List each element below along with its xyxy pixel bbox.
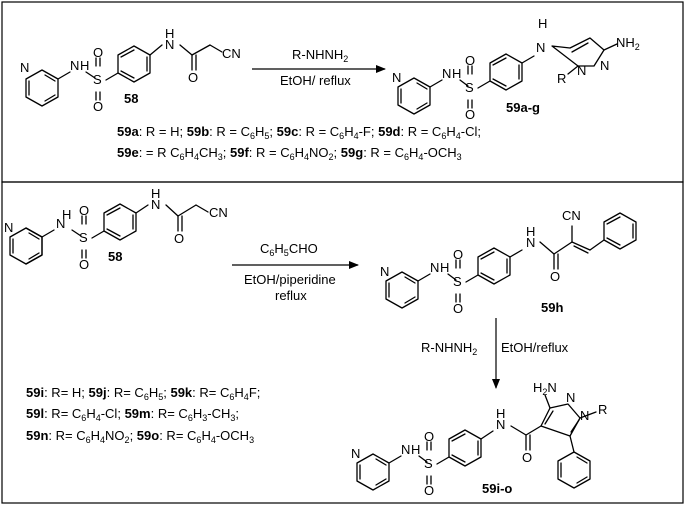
s2p-amide-h: H [496,406,505,421]
s1-reactant-label: 58 [124,91,138,106]
s2r-pyridine-n: N [4,220,13,235]
s2r-s: S [79,230,88,245]
s2-intermediate-label: 59h [541,300,563,315]
s1r-pyridine-n: N [20,60,29,75]
s2r-nh-h: H [62,207,71,222]
s1p-o-bottom: O [465,107,475,122]
s2i-amide-o: O [550,269,560,284]
s2p-s: S [424,456,433,471]
s2i-s: S [453,274,462,289]
s1p-r: R [557,71,566,86]
s2i-pyridine-n: N [380,264,389,279]
s2p-amide-o: O [522,450,532,465]
s1p-pyridine-n: N [392,70,401,85]
s2p-pyridine-n: N [351,446,360,461]
s2r-amide-o: O [174,231,184,246]
s1r-nh-n: N [70,58,79,73]
s1r-amide-h: H [165,26,174,41]
s2r-cn: CN [209,205,228,220]
s2r-o-top: O [79,203,89,218]
s2r-amide-h: H [151,186,160,201]
s2p-h2n: H2N [533,380,557,397]
scheme2-intermediate-59h [385,212,637,309]
s1p-pyrazole-n2: N [600,58,609,73]
s1r-cn: CN [222,46,241,61]
s2-reactant-label: 58 [108,249,122,264]
s2i-o-top: O [453,247,463,262]
s1p-pyrazole-n1: N [577,63,586,78]
s1-reagent-bottom: EtOH/ reflux [280,73,351,88]
s1p-nh-top-n: N [536,40,545,55]
s1p-nh-h: H [452,66,461,81]
s1r-amide-n: N [165,37,174,52]
s2i-cn: CN [562,208,581,223]
s2p-amide-n: N [496,417,505,432]
s2p-r: R [598,402,607,417]
scheme2-reactant-58 [9,203,209,265]
s2p-o-bottom: O [424,483,434,498]
scheme1-product-59a-g [397,37,618,115]
s2-subst-line1: 59i: R= H; 59j: R= C6H5; 59k: R= C6H4F; [26,385,260,402]
s2p-pyrazole-n2: N [566,390,575,405]
s2p-pyrazole-n1: N [580,408,589,423]
s1p-nh2: NH2 [616,35,640,52]
s2-step2-reagent-left: R-NHNH2 [421,340,477,357]
s1r-o-bottom: O [93,99,103,114]
s2i-o-bottom: O [453,301,463,316]
s2p-o-top: O [424,429,434,444]
s1p-o-top: O [465,53,475,68]
s1-reagent-top: R-NHNH2 [292,47,348,64]
s2r-amide-n: N [151,197,160,212]
s2i-amide-h: H [526,224,535,239]
s2-reagent-top: C6H5CHO [260,241,318,258]
s1-product-label: 59a-g [506,100,540,115]
s1-subst-line1: 59a: R = H; 59b: R = C6H5; 59c: R = C6H4… [117,124,481,141]
s2p-nh-n: N [401,442,410,457]
s1p-nh-n: N [442,66,451,81]
scheme2-frame [1,181,684,504]
s1p-s: S [465,80,474,95]
s2i-amide-n: N [526,235,535,250]
s2r-o-bottom: O [79,257,89,272]
s2-subst-line3: 59n: R= C6H4NO2; 59o: R= C6H4-OCH3 [26,428,254,445]
s1-subst-line2: 59e: = R C6H4CH3; 59f: R = C6H4NO2; 59g:… [117,145,462,162]
scheme1-reactant-58 [25,44,223,107]
s2-reagent-bottom-1: EtOH/piperidine [244,272,336,287]
s2r-nh-n: N [56,216,65,231]
s1r-s: S [93,72,102,87]
s1r-amide-o: O [188,70,198,85]
s2i-nh-n: N [430,260,439,275]
s1p-nh-top-h: H [538,16,547,31]
scheme2-product-59i-o [356,394,597,491]
s1r-nh-h: H [80,58,89,73]
s2i-nh-h: H [440,260,449,275]
s2-reagent-bottom-2: reflux [275,288,307,303]
s2-step2-reagent-right: EtOH/reflux [501,340,569,355]
s2-subst-line2: 59l: R= C6H4-Cl; 59m: R= C6H3-CH3; [26,406,239,423]
s2p-nh-h: H [411,442,420,457]
s2-product-label: 59i-o [482,481,512,496]
s1r-o-top: O [93,45,103,60]
